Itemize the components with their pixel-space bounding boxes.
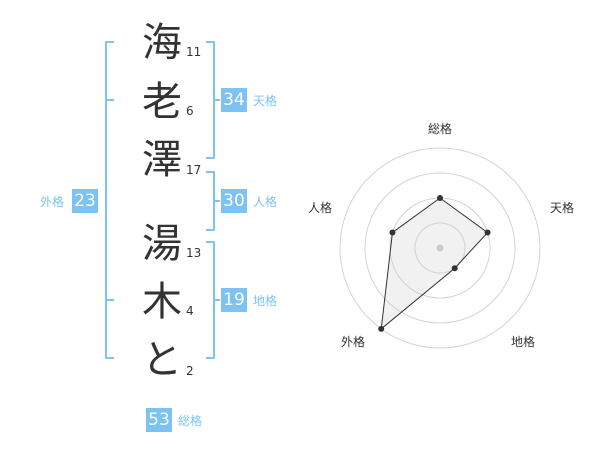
radar-point-2 <box>451 265 458 272</box>
radar-area <box>380 197 489 331</box>
radar-axis-label-4: 人格 <box>308 201 333 215</box>
stroke-count-3: 17 <box>186 163 202 177</box>
gaikaku-value: 23 <box>72 189 98 213</box>
name-char-4: 湯 <box>142 221 182 267</box>
radar-axis-label-3: 外格 <box>341 335 366 349</box>
jinkaku-bracket <box>206 171 215 231</box>
radar-point-4 <box>389 229 396 236</box>
radar-point-3 <box>378 325 385 332</box>
stroke-count-4: 13 <box>186 246 202 260</box>
chikaku-value: 19 <box>221 288 247 312</box>
stroke-count-5: 4 <box>186 304 194 318</box>
name-char-6: と <box>142 337 182 383</box>
radar-ring-3 <box>364 172 516 324</box>
tenkaku-label: 天格 <box>253 94 278 108</box>
gaikaku-label: 外格 <box>40 195 65 209</box>
soukaku-value: 53 <box>146 408 172 432</box>
radar-point-1 <box>484 229 491 236</box>
jinkaku-label: 人格 <box>253 195 278 209</box>
tenkaku-value: 34 <box>221 88 247 112</box>
radar-center <box>436 244 444 252</box>
name-char-5: 木 <box>142 279 182 325</box>
jinkaku-value: 30 <box>221 189 247 213</box>
radar-ring-1 <box>414 222 466 274</box>
radar-ring-4 <box>339 147 541 349</box>
name-char-3: 澤 <box>142 137 182 183</box>
name-char-1: 海 <box>142 20 182 66</box>
stroke-count-2: 6 <box>186 104 194 118</box>
name-char-2: 老 <box>142 79 182 125</box>
radar-axis-label-2: 地格 <box>511 335 536 349</box>
radar-point-0 <box>437 195 443 201</box>
gaikaku-bracket <box>105 41 114 359</box>
stroke-count-1: 11 <box>186 45 202 59</box>
radar-axis-label-0: 総格 <box>428 122 453 136</box>
tenkaku-bracket <box>206 41 215 159</box>
soukaku-label: 総格 <box>178 414 203 428</box>
radar-chart <box>339 147 541 349</box>
stroke-count-6: 2 <box>186 364 194 378</box>
radar-axis-label-1: 天格 <box>550 201 575 215</box>
chikaku-label: 地格 <box>253 294 278 308</box>
